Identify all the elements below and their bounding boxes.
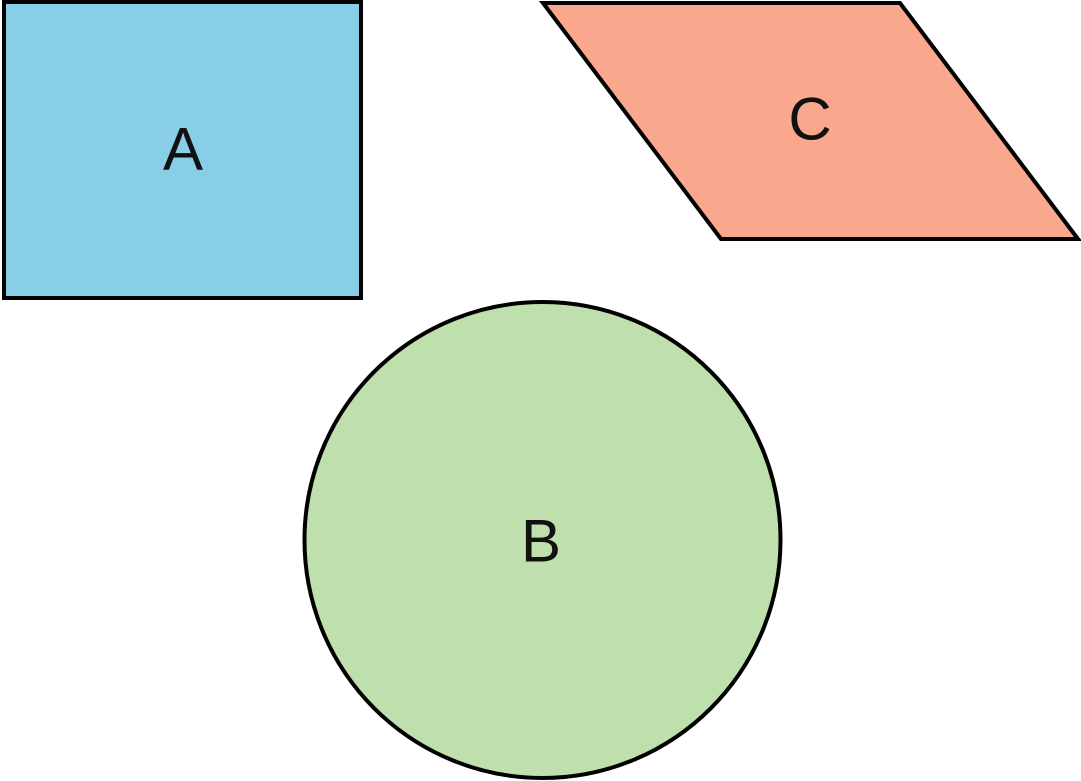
- parallelogram-shape-c: [538, 1, 1081, 241]
- rectangle-label-a: A: [163, 116, 203, 183]
- rectangle-shape-a: [2, 0, 363, 300]
- circle-label-b: B: [521, 508, 561, 575]
- parallelogram-label-c: C: [788, 86, 831, 153]
- circle-shape-b: [302, 300, 783, 780]
